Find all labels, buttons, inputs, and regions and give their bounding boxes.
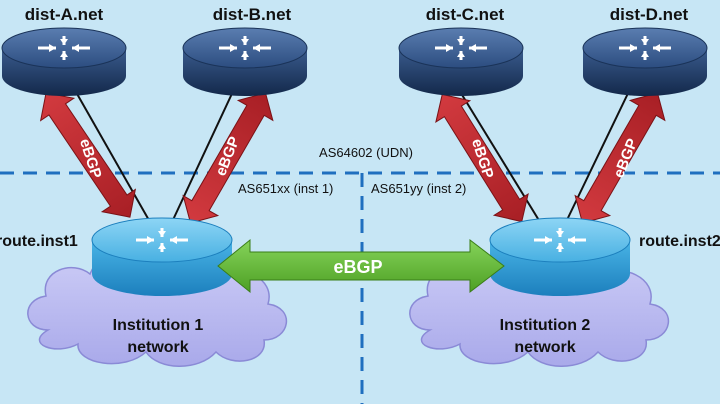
dist-c-router-icon [399, 28, 523, 96]
as-inst2-label: AS651yy (inst 2) [371, 181, 466, 196]
dist-b-router-icon [183, 28, 307, 96]
link-b-inst1 [171, 84, 237, 223]
dist-b-label: dist-B.net [213, 5, 292, 24]
institution-1-label: Institution 1 [113, 317, 204, 334]
dist-d-router-icon [583, 28, 707, 96]
dist-c-label: dist-C.net [426, 5, 505, 24]
route-inst2-label: route.inst2 [639, 233, 720, 250]
ebgp-arrow-a-inst1 [39, 92, 137, 218]
dist-a-router-icon [2, 28, 126, 96]
as-inst1-label: AS651xx (inst 1) [238, 181, 333, 196]
dist-d-label: dist-D.net [610, 5, 689, 24]
route-inst1-router-icon [92, 218, 232, 296]
as-udn-label: AS64602 (UDN) [319, 145, 413, 160]
physical-links [71, 84, 633, 223]
institution-2-label: Institution 2 [500, 317, 591, 334]
institution-2-network-label: network [514, 339, 575, 356]
ebgp-label-inst: eBGP [333, 257, 382, 277]
institution-1-network-label: network [127, 339, 188, 356]
link-a-inst1 [71, 84, 151, 223]
dist-a-label: dist-A.net [25, 5, 104, 24]
route-inst1-label: route.inst1 [0, 233, 78, 250]
route-inst2-router-icon [490, 218, 630, 296]
ebgp-arrow-inst1-inst2 [217, 238, 505, 294]
